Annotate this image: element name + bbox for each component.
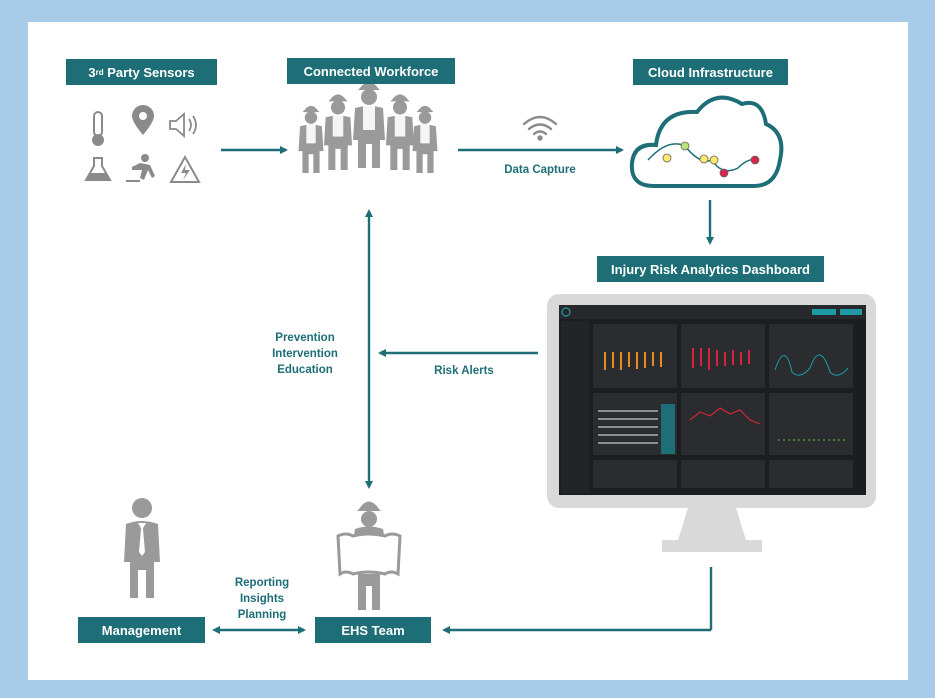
node-label-prefix: 3 (88, 64, 96, 80)
node-label-sup: rd (95, 67, 104, 77)
thermometer-icon (92, 111, 104, 146)
edge-label-line: Intervention (272, 348, 338, 360)
edge-label-line: Planning (237, 609, 287, 621)
node-management: Management (78, 617, 205, 643)
worker-icon (412, 105, 438, 173)
worker-icon (353, 82, 385, 168)
edge-label-data-capture: Data Capture (504, 164, 576, 176)
falling-person-icon (126, 154, 155, 182)
manager-icon (124, 498, 160, 598)
node-injury-risk-dashboard: Injury Risk Analytics Dashboard (597, 256, 824, 282)
edge-label-line: Insights (239, 593, 285, 605)
node-label-rest: Party Sensors (103, 64, 195, 80)
edge-label-line: Reporting (234, 577, 290, 589)
flask-icon (84, 157, 112, 181)
edge-label-line: Prevention (275, 332, 335, 344)
node-cloud-infrastructure: Cloud Infrastructure (633, 59, 788, 85)
monitor-icon (547, 294, 876, 552)
worker-icon (323, 94, 353, 170)
speaker-icon (169, 112, 197, 138)
worker-icon (298, 105, 324, 173)
warning-triangle-icon (169, 154, 201, 183)
connectors (212, 146, 714, 634)
edge-label-line: Education (277, 364, 333, 376)
edge-label-reporting: Reporting Insights Planning (212, 575, 312, 623)
wifi-icon (522, 115, 558, 141)
location-pin-icon (132, 105, 154, 135)
worker-icon (385, 94, 415, 170)
edge-label-prevention: Prevention Intervention Education (255, 330, 355, 378)
ehs-worker-icon (336, 501, 402, 610)
node-connected-workforce: Connected Workforce (287, 58, 455, 84)
cloud-icon (629, 95, 784, 188)
edge-label-risk-alerts: Risk Alerts (434, 365, 494, 377)
node-ehs-team: EHS Team (315, 617, 431, 643)
